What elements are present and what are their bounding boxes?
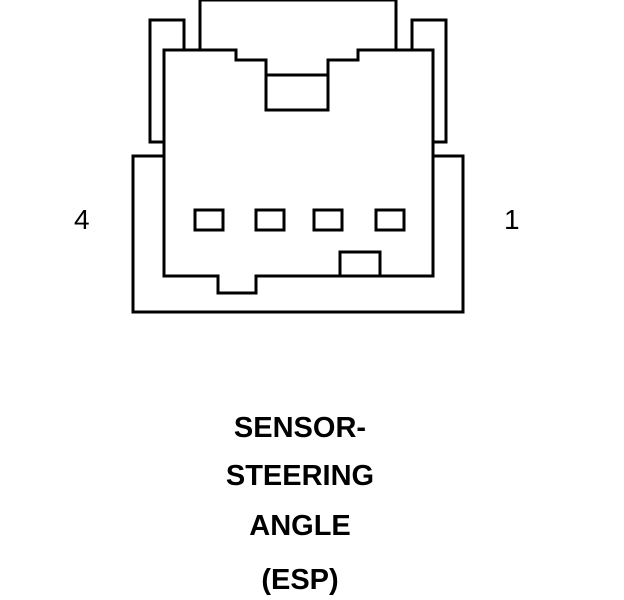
outer-shroud — [131, 154, 465, 314]
pin-number-left: 4 — [74, 204, 90, 235]
pin-cavity-1 — [374, 208, 406, 232]
top-latch — [198, 0, 398, 50]
bottom-key — [338, 250, 382, 276]
left-side-tab — [148, 18, 186, 144]
pin-cavity-3 — [254, 208, 286, 232]
pin-number-right: 1 — [504, 204, 520, 235]
caption-line-3: ANGLE — [249, 510, 351, 542]
right-side-tab — [410, 18, 448, 144]
pin-cavity-2 — [312, 208, 344, 232]
caption-line-4: (ESP) — [261, 564, 339, 596]
caption-line-2: STEERING — [225, 460, 375, 492]
pin-cavity-4 — [193, 208, 225, 232]
connector-body — [162, 48, 435, 295]
caption-line-1: SENSOR- — [233, 412, 367, 444]
